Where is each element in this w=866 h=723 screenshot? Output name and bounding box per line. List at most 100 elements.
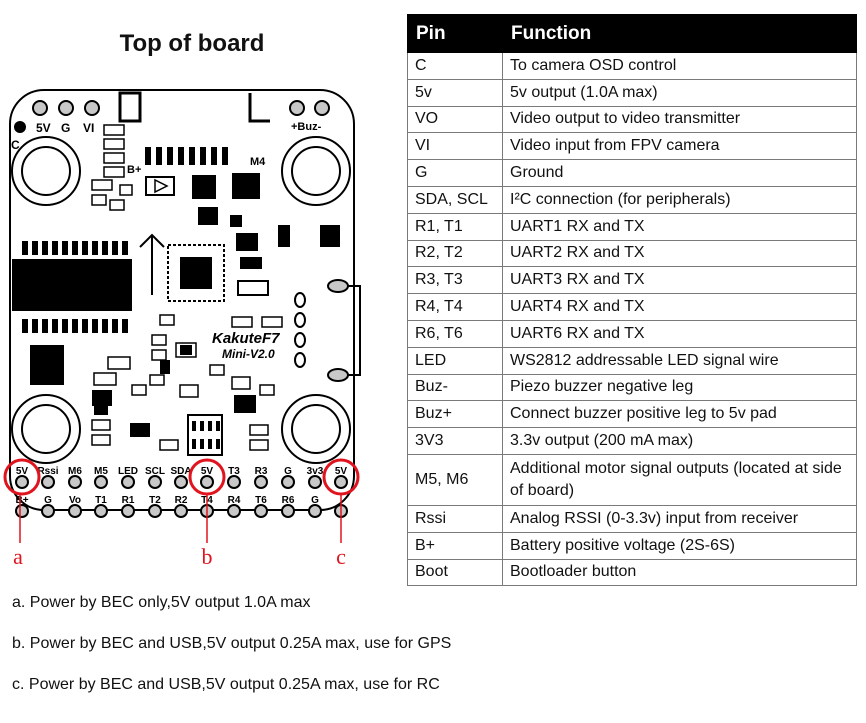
flash-chip [12, 259, 132, 311]
row1-label-2: Rssi [37, 466, 58, 477]
function-cell: Piezo buzzer negative leg [502, 373, 857, 402]
pin-cell: Buz- [407, 373, 503, 402]
row1-label-13: 5V [335, 466, 348, 477]
pin-cell: C [407, 52, 503, 80]
table-header-row: Pin Function [407, 14, 857, 53]
board-diagram: 5V G VI C +Buz- M4 B+ [3, 89, 361, 569]
components-dark [30, 345, 256, 437]
left-header-top [22, 241, 128, 255]
row1-label-9: T3 [228, 466, 240, 477]
top-label-5v: 5V [36, 121, 51, 135]
function-cell: To camera OSD control [502, 52, 857, 80]
function-cell: Battery positive voltage (2S-6S) [502, 531, 857, 560]
row1-label-7: SDA [170, 466, 191, 477]
row2-label-4: T1 [95, 495, 107, 506]
m4-header [145, 147, 228, 165]
row1-label-6: SCL [145, 466, 165, 477]
function-cell: UART1 RX and TX [502, 212, 857, 241]
function-cell: UART6 RX and TX [502, 319, 857, 348]
note-b: b. Power by BEC and USB,5V output 0.25A … [12, 635, 452, 652]
row1-label-11: G [284, 466, 292, 477]
function-cell: I²C connection (for peripherals) [502, 185, 857, 214]
row2-label-1: B+ [15, 495, 28, 506]
power-components [192, 173, 262, 269]
bplus-label: B+ [127, 164, 141, 176]
function-cell: UART2 RX and TX [502, 239, 857, 268]
side-pad-bottom [327, 368, 349, 382]
row2-label-2: G [44, 495, 52, 506]
side-pad-top [327, 279, 349, 293]
pin-cell: R3, T3 [407, 266, 503, 295]
note-a: a. Power by BEC only,5V output 1.0A max [12, 594, 311, 611]
model-name: KakuteF7 [212, 330, 280, 347]
pin-cell: B+ [407, 531, 503, 560]
pad-row-1 [15, 475, 348, 489]
marker-b: b [202, 544, 213, 569]
function-cell: Ground [502, 159, 857, 187]
pin-cell: VI [407, 132, 503, 161]
row1-label-10: R3 [255, 466, 268, 477]
pin-cell: 3V3 [407, 427, 503, 455]
row1-label-4: M5 [94, 466, 108, 477]
camera-osd-pad [14, 121, 26, 133]
header-function: Function [502, 14, 857, 53]
top-label-vi: VI [83, 121, 94, 135]
row2-label-7: R2 [175, 495, 188, 506]
pin-cell: R1, T1 [407, 212, 503, 241]
marker-lines [19, 494, 342, 543]
board-title: Top of board [119, 30, 265, 57]
row1-label-1: 5V [16, 466, 29, 477]
header-pin: Pin [407, 14, 503, 53]
function-cell: 5v output (1.0A max) [502, 78, 857, 107]
mcu-outline [167, 244, 225, 302]
row2-label-9: R4 [228, 495, 241, 506]
table-row: Buz-Piezo buzzer negative leg [407, 373, 857, 402]
top-connector [118, 91, 142, 123]
pin-cell: M5, M6 [407, 453, 503, 506]
marker-a: a [13, 544, 23, 569]
m4-label: M4 [250, 156, 266, 168]
row2-label-6: T2 [149, 495, 161, 506]
pin-cell: SDA, SCL [407, 185, 503, 214]
function-cell: 3.3v output (200 mA max) [502, 427, 857, 455]
function-cell: Additional motor signal outputs (located… [502, 453, 857, 506]
left-header-bottom [22, 319, 128, 333]
pin-cell: Buz+ [407, 400, 503, 429]
function-cell: Video input from FPV camera [502, 132, 857, 161]
top-label-g: G [61, 121, 70, 135]
pad-row-2 [15, 504, 348, 518]
top-label-buz: +Buz- [291, 121, 322, 133]
function-cell: Analog RSSI (0-3.3v) input from receiver [502, 504, 857, 533]
marker-c: c [336, 544, 346, 569]
model-version: Mini-V2.0 [222, 347, 275, 361]
table-row: Buz+Connect buzzer positive leg to 5v pa… [407, 400, 857, 429]
row1-label-5: LED [118, 466, 138, 477]
row1-label-3: M6 [68, 466, 82, 477]
row2-label-12: G [311, 495, 319, 506]
pin-cell: VO [407, 105, 503, 134]
mcu-chip [180, 257, 212, 289]
row2-label-11: R6 [282, 495, 295, 506]
table-row: B+Battery positive voltage (2S-6S) [407, 531, 857, 560]
pin-cell: LED [407, 346, 503, 375]
top-label-c: C [11, 138, 20, 152]
components-top-left [91, 124, 133, 211]
function-cell: WS2812 addressable LED signal wire [502, 346, 857, 375]
pin-cell: Rssi [407, 504, 503, 533]
